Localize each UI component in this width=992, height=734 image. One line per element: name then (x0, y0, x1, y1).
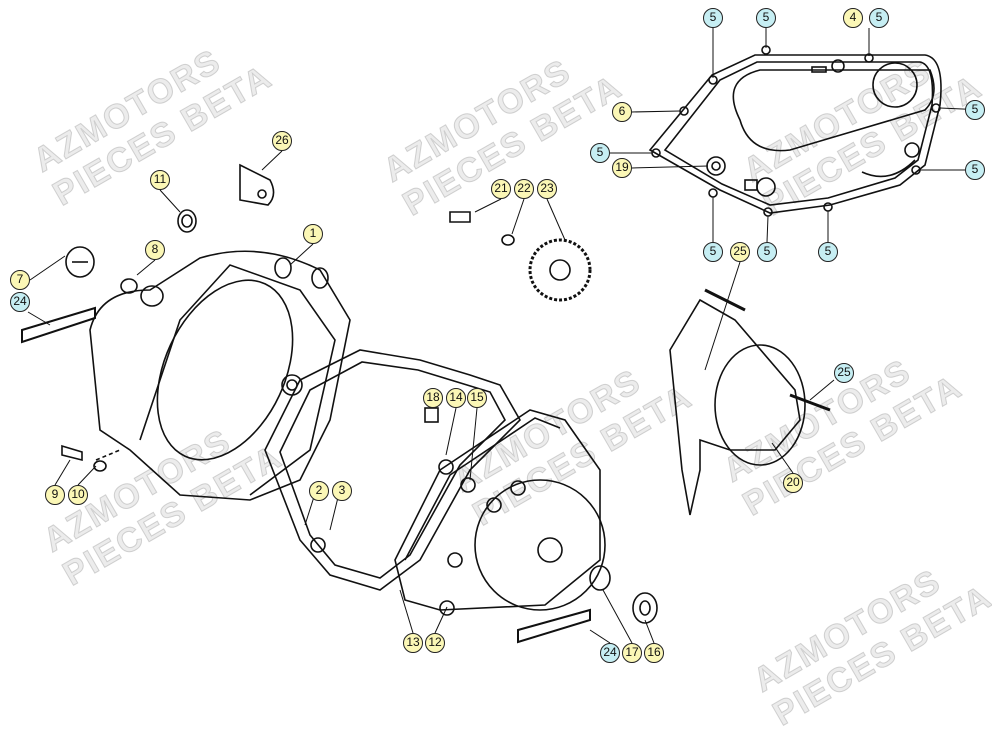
callout-20[interactable]: 20 (783, 473, 803, 493)
callout-5[interactable]: 5 (703, 242, 723, 262)
callout-5[interactable]: 5 (869, 8, 889, 28)
callout-1[interactable]: 1 (303, 224, 323, 244)
callout-5[interactable]: 5 (757, 242, 777, 262)
callout-6[interactable]: 6 (612, 102, 632, 122)
callout-15[interactable]: 15 (467, 388, 487, 408)
callout-2[interactable]: 2 (309, 481, 329, 501)
callout-5[interactable]: 5 (756, 8, 776, 28)
callout-13[interactable]: 13 (403, 633, 423, 653)
callout-25[interactable]: 25 (730, 242, 750, 262)
callout-18[interactable]: 18 (423, 388, 443, 408)
callout-26[interactable]: 26 (272, 131, 292, 151)
sprocket (449, 211, 592, 302)
callout-5[interactable]: 5 (703, 8, 723, 28)
callout-21[interactable]: 21 (491, 179, 511, 199)
leader-lines (27, 28, 986, 644)
callout-4[interactable]: 4 (843, 8, 863, 28)
callout-24[interactable]: 24 (10, 292, 30, 312)
callout-5[interactable]: 5 (965, 100, 985, 120)
callout-8[interactable]: 8 (145, 240, 165, 260)
callout-12[interactable]: 12 (425, 633, 445, 653)
callout-14[interactable]: 14 (446, 388, 466, 408)
callout-17[interactable]: 17 (622, 643, 642, 663)
callout-10[interactable]: 10 (68, 485, 88, 505)
ignition-cover-gasket (648, 45, 942, 217)
callout-7[interactable]: 7 (10, 270, 30, 290)
callout-5[interactable]: 5 (818, 242, 838, 262)
ignition-cover (394, 409, 658, 644)
callout-24[interactable]: 24 (600, 643, 620, 663)
callout-5[interactable]: 5 (590, 143, 610, 163)
callout-11[interactable]: 11 (150, 170, 170, 190)
callout-5[interactable]: 5 (965, 160, 985, 180)
callout-3[interactable]: 3 (332, 481, 352, 501)
callout-23[interactable]: 23 (537, 179, 557, 199)
clutch-cover (21, 163, 351, 501)
parts-drawing (21, 28, 986, 644)
callout-9[interactable]: 9 (45, 485, 65, 505)
crankcase-gasket (264, 349, 521, 591)
callout-25[interactable]: 25 (834, 363, 854, 383)
sprocket-guard (669, 288, 831, 516)
callout-19[interactable]: 19 (612, 158, 632, 178)
callout-16[interactable]: 16 (644, 643, 664, 663)
callout-22[interactable]: 22 (514, 179, 534, 199)
